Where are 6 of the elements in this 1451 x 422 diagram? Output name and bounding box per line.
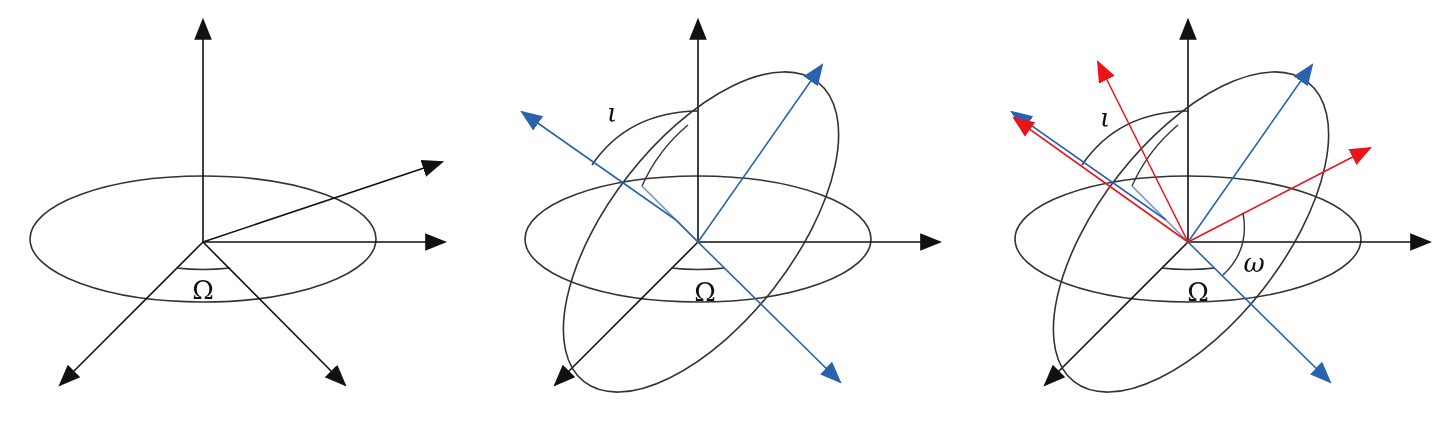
angle-label: ω xyxy=(1243,250,1265,276)
angle-label: Ω xyxy=(1187,279,1209,305)
angle-label: Ω xyxy=(694,279,716,305)
angle-label: ι xyxy=(1099,105,1111,131)
angle-label: ι xyxy=(606,100,618,126)
angle-label: Ω xyxy=(192,277,214,303)
